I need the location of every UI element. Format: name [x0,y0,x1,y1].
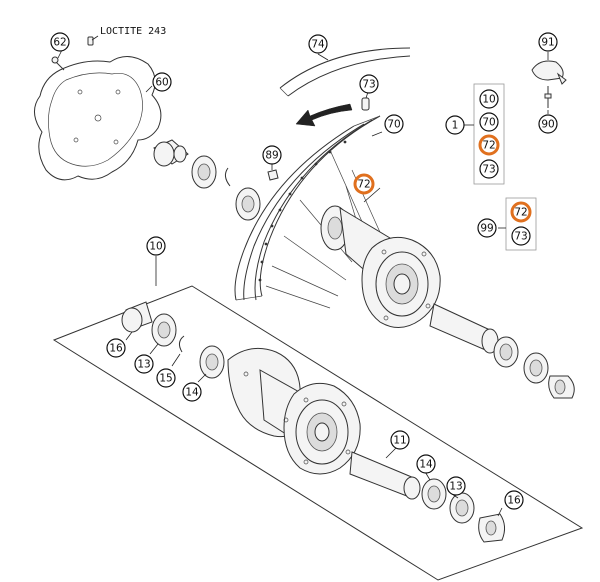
callout-label: 70 [482,117,495,129]
callout-label: 16 [507,495,521,507]
callout-label: 99 [480,223,493,235]
callout-label: 16 [109,343,123,355]
callout-label: 13 [449,481,462,493]
callout-73: 73 [511,226,531,246]
callout-60: 60 [152,72,172,92]
callout-74: 74 [308,34,328,54]
callout-label: 89 [265,150,278,162]
callout-72: 72 [478,134,500,156]
callout-16: 16 [504,490,524,510]
callout-label: 60 [155,77,168,89]
disc-screw [51,36,94,71]
callout-91: 91 [538,32,558,52]
hub-lower [121,301,361,475]
callout-label: 14 [185,387,199,399]
brake-disc [34,56,162,181]
callout-13: 13 [446,476,466,496]
callout-70: 70 [384,114,404,134]
loctite-note: LOCTITE 243 [100,26,166,37]
rotation-arrow-icon [295,103,353,127]
callout-label: 91 [541,37,554,49]
callout-11: 11 [390,430,410,450]
right-parts-upper [429,303,575,399]
callout-90: 90 [538,114,558,134]
callout-label: 1 [452,120,459,132]
callout-10: 10 [146,236,166,256]
callout-label: 70 [387,119,400,131]
rim [234,115,381,301]
callout-13: 13 [134,354,154,374]
callout-1: 1 [445,115,465,135]
callout-label: 10 [482,94,495,106]
rim-lock [267,169,279,181]
callout-16: 16 [106,338,126,358]
valve-parts [531,60,567,108]
callout-14: 14 [182,382,202,402]
callout-label: 62 [53,37,66,49]
callout-70: 70 [479,112,499,132]
callout-label: 73 [482,164,495,176]
callout-73: 73 [359,74,379,94]
callout-label: 73 [362,79,375,91]
callout-label: 13 [137,359,150,371]
callout-10: 10 [479,89,499,109]
valve-cap [361,97,370,111]
callout-62: 62 [50,32,70,52]
callout-label: 10 [149,241,162,253]
callout-99: 99 [477,218,497,238]
callout-72: 72 [353,173,375,195]
callout-label: 15 [159,373,172,385]
callout-15: 15 [156,368,176,388]
callout-layer: 62 60 74 73 70 89 72 91 90 1 10 70 72 73 99 72 73 10 16 13 1… [50,32,558,510]
callout-label: 72 [357,179,370,191]
callout-label: 90 [541,119,554,131]
callout-14: 14 [416,454,436,474]
callout-label: 74 [311,39,325,51]
callout-label: 14 [419,459,433,471]
callout-72: 72 [510,201,532,223]
callout-label: 73 [514,231,527,243]
right-parts-lower [349,451,506,543]
callout-73: 73 [479,159,499,179]
callout-label: 11 [393,435,406,447]
tire [279,47,411,97]
hub-upper [320,205,441,328]
callout-89: 89 [262,145,282,165]
callout-label: 72 [482,140,495,152]
left-spacers-upper [153,139,261,221]
callout-label: 72 [514,207,527,219]
